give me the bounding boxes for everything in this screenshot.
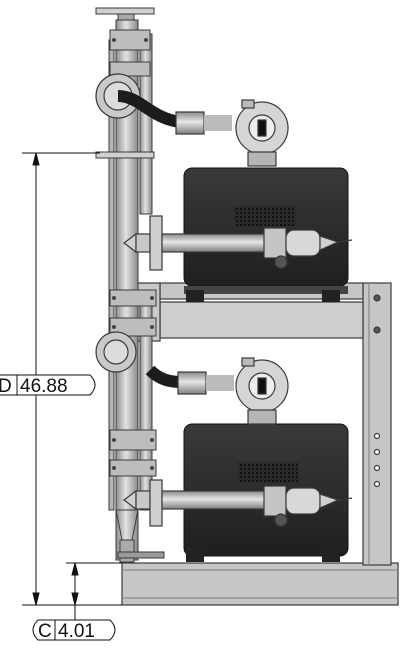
base-skid xyxy=(121,562,399,606)
dimension-d xyxy=(0,152,122,606)
dimension-d-box xyxy=(0,374,96,396)
lower-flange-assembly xyxy=(95,331,234,395)
vertical-manifold xyxy=(95,7,165,563)
upper-nozzle xyxy=(123,215,353,271)
upper-pump-head xyxy=(235,99,289,167)
upper-flange-assembly xyxy=(95,73,232,135)
right-column xyxy=(362,282,392,566)
lower-pump-head xyxy=(235,357,289,425)
dimension-c xyxy=(32,562,122,641)
dimension-c-value: 4.01 xyxy=(58,621,95,642)
dimension-c-box xyxy=(32,619,116,641)
dimension-d-letter: D xyxy=(0,376,12,397)
dimension-c-letter: C xyxy=(38,621,52,642)
dimension-d-value: 46.88 xyxy=(20,376,68,397)
lower-nozzle xyxy=(123,479,353,527)
middle-beam xyxy=(159,301,364,339)
